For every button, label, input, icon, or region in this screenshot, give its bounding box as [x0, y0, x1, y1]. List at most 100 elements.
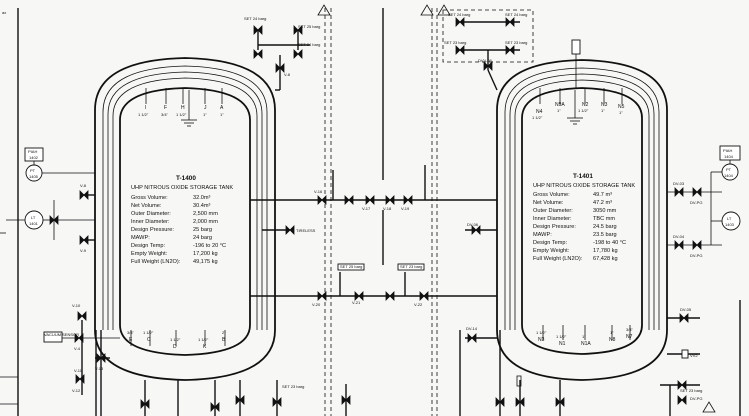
- valve-icon[interactable]: [674, 240, 684, 250]
- valve-icon[interactable]: [495, 397, 505, 407]
- nozzle-size: 1": [610, 330, 614, 335]
- valve-icon[interactable]: [79, 235, 89, 245]
- valve-icon[interactable]: [317, 195, 327, 205]
- t1400-left-piping: V-8 V-9 V-10 V-4 VACUUM SENSOR V-11 V-12…: [43, 183, 282, 416]
- valve-icon[interactable]: [235, 395, 245, 405]
- valve-icon[interactable]: [467, 333, 477, 343]
- valve-icon[interactable]: [692, 240, 702, 250]
- valve-icon[interactable]: [677, 395, 687, 405]
- valve-icon[interactable]: [317, 291, 327, 301]
- instrument-tag: PT: [726, 167, 732, 172]
- valve-icon[interactable]: [253, 49, 263, 59]
- valve-icon[interactable]: [275, 63, 285, 73]
- ground-icon: [181, 90, 197, 127]
- tank-title: UHP NITROUS OXIDE STORAGE TANK: [533, 183, 635, 189]
- nozzle-size: 3/4": [161, 112, 169, 117]
- valve-icon[interactable]: [471, 225, 481, 235]
- valve-tag: V-13: [95, 366, 104, 371]
- spec-value: 2,500 mm: [193, 211, 218, 217]
- valve-icon[interactable]: [140, 399, 150, 409]
- valve-icon[interactable]: [293, 49, 303, 59]
- valve-icon[interactable]: [79, 190, 89, 200]
- instrument-tag: PIAH: [723, 148, 732, 153]
- valve-icon[interactable]: [285, 225, 295, 235]
- nozzle-size: 1 1/2": [556, 334, 567, 339]
- spec-label: Design Temp:: [131, 243, 166, 249]
- valve-tag: V-4: [74, 346, 81, 351]
- valve-icon[interactable]: [365, 195, 375, 205]
- relief-set-label: SET 24 barg: [244, 16, 266, 21]
- nozzle-tag: J: [204, 105, 207, 111]
- ground-icon: [567, 90, 583, 125]
- spec-value: -198 to 40 °C: [593, 240, 626, 246]
- valve-icon[interactable]: [210, 402, 220, 412]
- valve-tag: V-19: [401, 206, 410, 211]
- valve-icon[interactable]: [354, 291, 364, 301]
- valve-icon[interactable]: [505, 17, 515, 27]
- nozzle-tag: N1A: [581, 341, 591, 347]
- valve-tag: DV-14: [466, 326, 478, 331]
- valve-icon[interactable]: [419, 291, 429, 301]
- spec-label: Inner Diameter:: [131, 219, 170, 225]
- valve-icon[interactable]: [483, 61, 493, 71]
- spec-value: 3050 mm: [593, 208, 617, 214]
- t1401-relief-valves: SET 24 barg SET 24 barg SET 23 barg SET …: [442, 9, 581, 91]
- spec-label: Full Weight (LN2O):: [131, 259, 181, 265]
- t1400-relief-valves: SET 24 barg SET 25 barg SET 24 barg V-8: [244, 16, 320, 91]
- valve-tag: DV-03: [673, 181, 685, 186]
- valve-icon[interactable]: [293, 25, 303, 35]
- nozzle-size: 1": [203, 112, 207, 117]
- valve-icon[interactable]: [677, 380, 687, 390]
- valve-tag: V-18: [383, 206, 392, 211]
- valve-icon[interactable]: [679, 313, 689, 323]
- valve-tag: V-17: [362, 206, 371, 211]
- spec-label: Design Pressure:: [131, 227, 174, 233]
- instrument-number: 1404: [724, 154, 734, 159]
- valve-icon[interactable]: [555, 397, 565, 407]
- spec-label: Design Temp:: [533, 240, 568, 246]
- spec-label: Inner Diameter:: [533, 216, 572, 222]
- spec-label: Full Weight (LN2O):: [533, 256, 583, 262]
- spec-label: Gross Volume:: [131, 195, 168, 201]
- valve-icon[interactable]: [455, 17, 465, 27]
- valve-icon[interactable]: [77, 311, 87, 321]
- t1401-instruments: PIAH 1404 PT 1404 LT 1403: [667, 145, 741, 246]
- valve-tag: TIRELESS: [296, 228, 316, 233]
- valve-tag: V-9: [80, 248, 87, 253]
- tank-id: T-1400: [176, 175, 196, 182]
- valve-icon[interactable]: [385, 195, 395, 205]
- valve-icon[interactable]: [385, 291, 395, 301]
- t1400-instruments: PIAH 1402 PT 1405 LT 1401: [6, 147, 95, 240]
- nozzle-tag: I: [145, 105, 146, 111]
- spec-value: 24.5 barg: [593, 224, 617, 230]
- valve-icon[interactable]: [515, 397, 525, 407]
- nozzle-tag: D: [173, 344, 177, 350]
- valve-icon[interactable]: [341, 395, 351, 405]
- valve-icon[interactable]: [253, 25, 263, 35]
- nozzle-size: 1 1/2": [536, 330, 547, 335]
- nozzle-size: 1": [601, 108, 605, 113]
- nozzle-tag: B: [222, 337, 226, 343]
- spec-value: -196 to 20 °C: [193, 243, 226, 249]
- spec-label: Empty Weight:: [533, 248, 570, 254]
- instrument-number: 1404: [724, 173, 734, 178]
- valve-icon[interactable]: [403, 195, 413, 205]
- spec-label: Empty Weight:: [131, 251, 168, 257]
- tank-t1401: N4 1 1/2" N9A 1" N2 1 1/2" N3 1" N5 1" 1…: [496, 59, 668, 381]
- valve-tag: V-16: [314, 189, 323, 194]
- valve-icon[interactable]: [505, 45, 515, 55]
- nozzle-tag: N4: [536, 109, 543, 115]
- relief-set-label: SET 23 barg: [444, 40, 466, 45]
- valve-icon[interactable]: [455, 45, 465, 55]
- transfer-piping: V-16 V-17 V-18 V-19 TIRELESS V-20 V-21 V…: [250, 165, 440, 307]
- valve-tag: DVV-08: [478, 58, 493, 63]
- valve-icon[interactable]: [75, 374, 85, 384]
- valve-tag: V-12: [72, 388, 81, 393]
- valve-icon[interactable]: [692, 187, 702, 197]
- t1401-left-piping: DV-06 DV-14: [440, 199, 565, 416]
- valve-icon[interactable]: [344, 195, 354, 205]
- valve-icon[interactable]: [674, 187, 684, 197]
- nozzle-size: 1 1/2": [578, 108, 589, 113]
- instrument-tag: PT: [30, 168, 36, 173]
- nozzle-tag: E: [129, 337, 133, 343]
